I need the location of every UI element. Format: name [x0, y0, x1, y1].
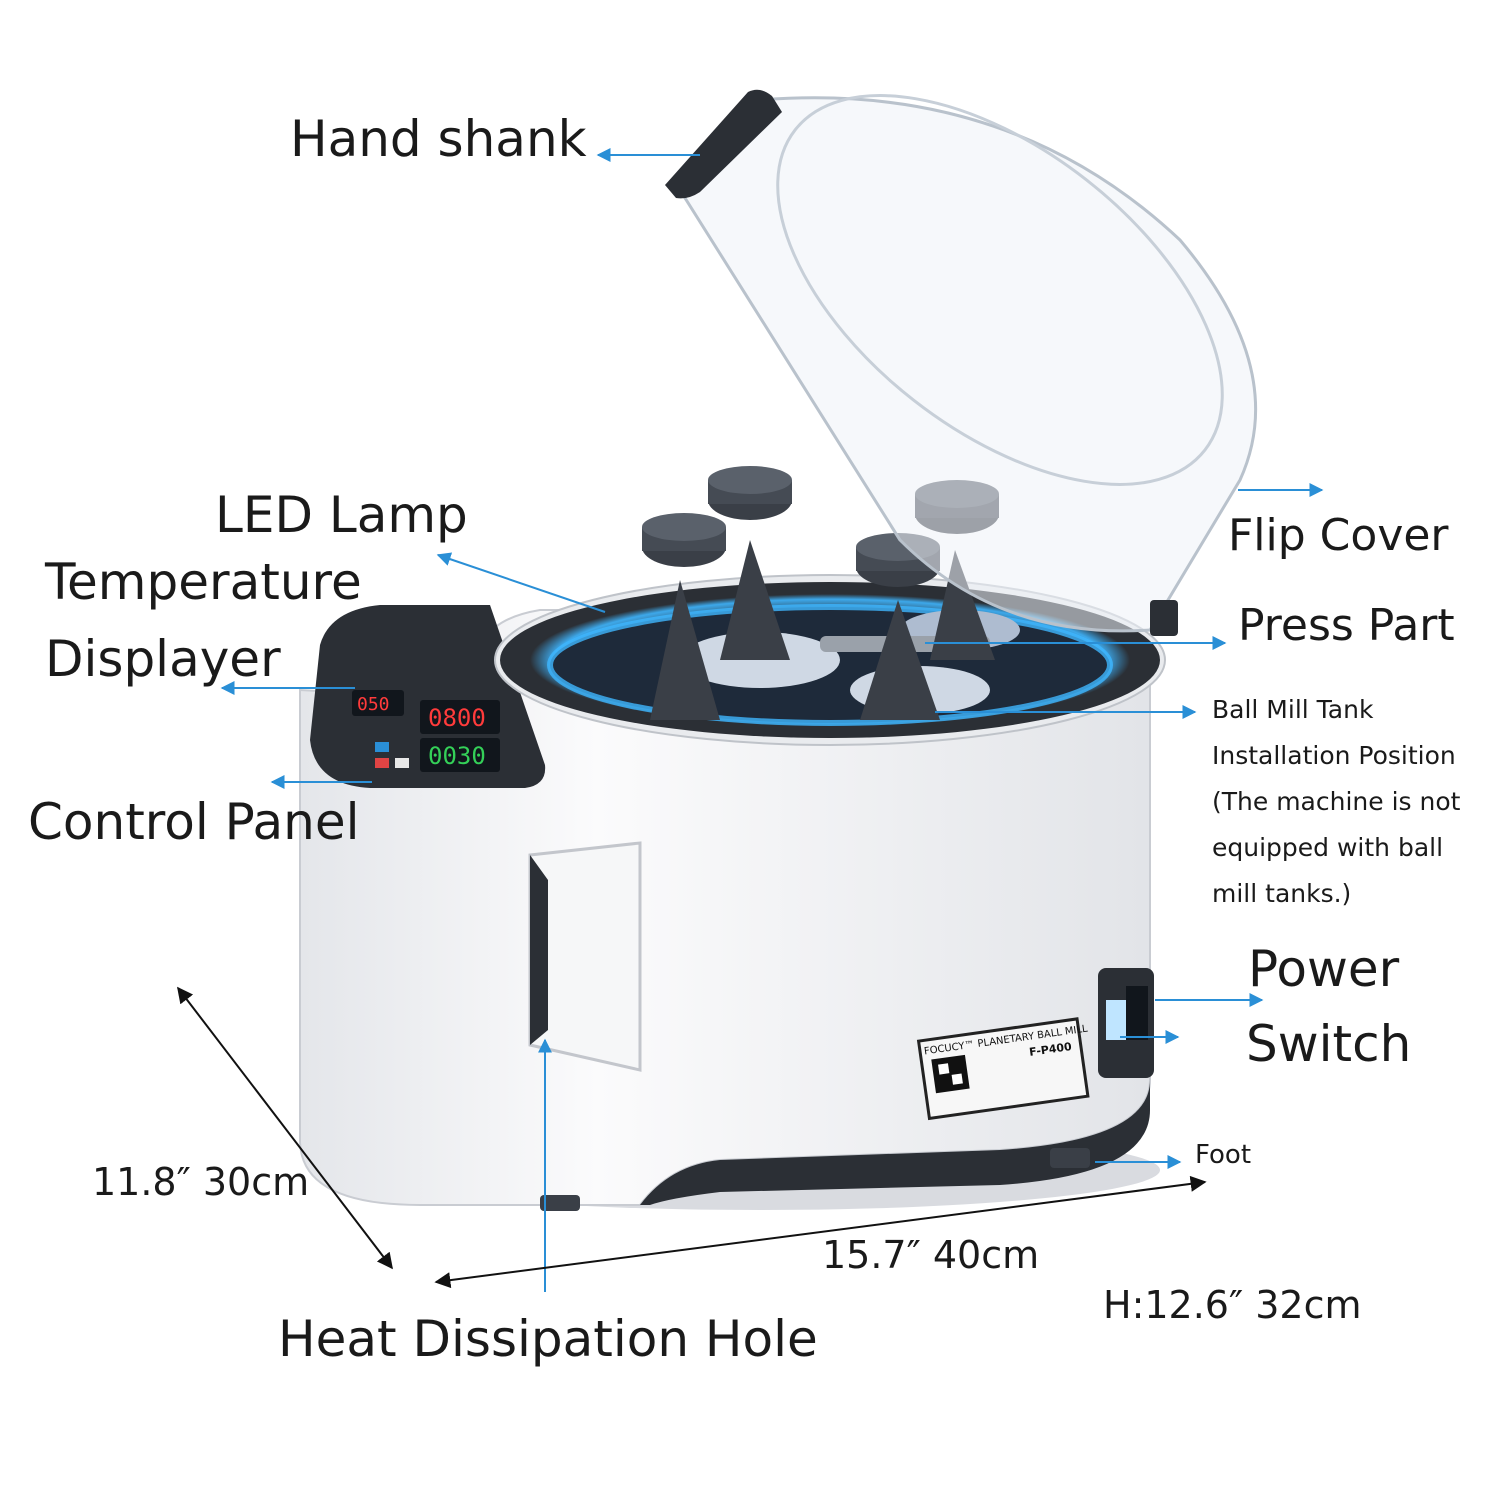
- foot: [1050, 1148, 1090, 1168]
- speed-display: 0800: [428, 704, 486, 732]
- dimension-width: 15.7″ 40cm: [822, 1233, 1040, 1277]
- hand-shank: [665, 89, 782, 199]
- label-foot: Foot: [1195, 1140, 1252, 1170]
- tank-note-line: mill tanks.): [1212, 879, 1352, 908]
- label-temperature-line2: Displayer: [45, 630, 281, 688]
- label-temperature-line1: Temperature: [45, 553, 362, 611]
- time-display: 0030: [428, 742, 486, 770]
- dimension-arrows: [177, 986, 1207, 1289]
- label-ball-mill-tank: Ball Mill Tank Installation Position (Th…: [1212, 687, 1460, 917]
- nameplate-model: F-P400: [1028, 1040, 1073, 1059]
- tank-note-line: Ball Mill Tank: [1212, 695, 1374, 724]
- tank-note-line: Installation Position: [1212, 741, 1456, 770]
- callout-arrows: [220, 148, 1324, 1292]
- control-panel-display: 0800 0030 050: [352, 690, 500, 772]
- label-led-lamp: LED Lamp: [215, 486, 468, 544]
- label-power-line2: Switch: [1246, 1015, 1412, 1073]
- label-control-panel: Control Panel: [28, 793, 360, 851]
- dimension-height: H:12.6″ 32cm: [1103, 1283, 1362, 1327]
- label-press-part: Press Part: [1238, 600, 1455, 651]
- dimension-depth: 11.8″ 30cm: [92, 1160, 310, 1204]
- tank-note-line: equipped with ball: [1212, 833, 1444, 862]
- label-power-line1: Power: [1248, 940, 1400, 998]
- temp-display: 050: [357, 694, 390, 715]
- label-flip-cover: Flip Cover: [1228, 510, 1449, 561]
- power-switch: [1098, 968, 1154, 1078]
- base-band: [640, 1080, 1150, 1205]
- label-hand-shank: Hand shank: [290, 110, 587, 168]
- tank-note-line: (The machine is not: [1212, 787, 1461, 816]
- label-heat-dissipation-hole: Heat Dissipation Hole: [278, 1310, 818, 1368]
